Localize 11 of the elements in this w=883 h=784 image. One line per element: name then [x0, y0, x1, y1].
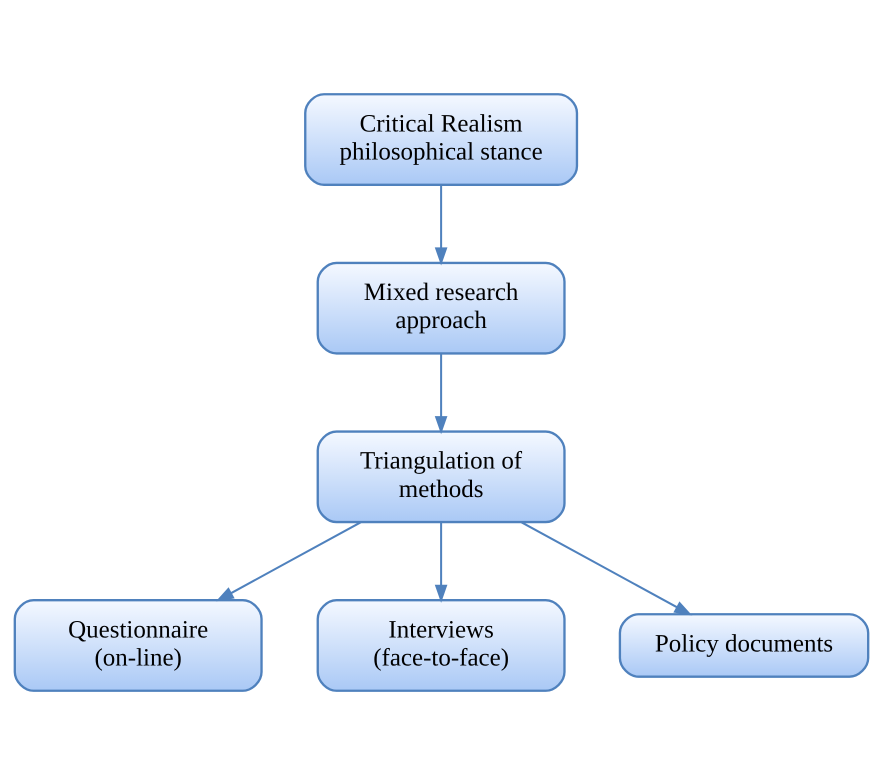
arrow: [434, 522, 448, 602]
arrow: [521, 520, 692, 616]
node-box: Policy documents: [618, 612, 870, 678]
arrow: [434, 184, 448, 266]
arrow: [434, 353, 448, 434]
node-box: Mixed research approach: [316, 261, 566, 354]
node-box: Questionnaire (on-line): [14, 598, 263, 692]
node-box: Interviews (face-to-face): [316, 598, 566, 692]
node-box: Triangulation of methods: [316, 430, 566, 523]
arrow: [216, 520, 362, 602]
node-box: Critical Realism philosophical stance: [304, 92, 578, 186]
